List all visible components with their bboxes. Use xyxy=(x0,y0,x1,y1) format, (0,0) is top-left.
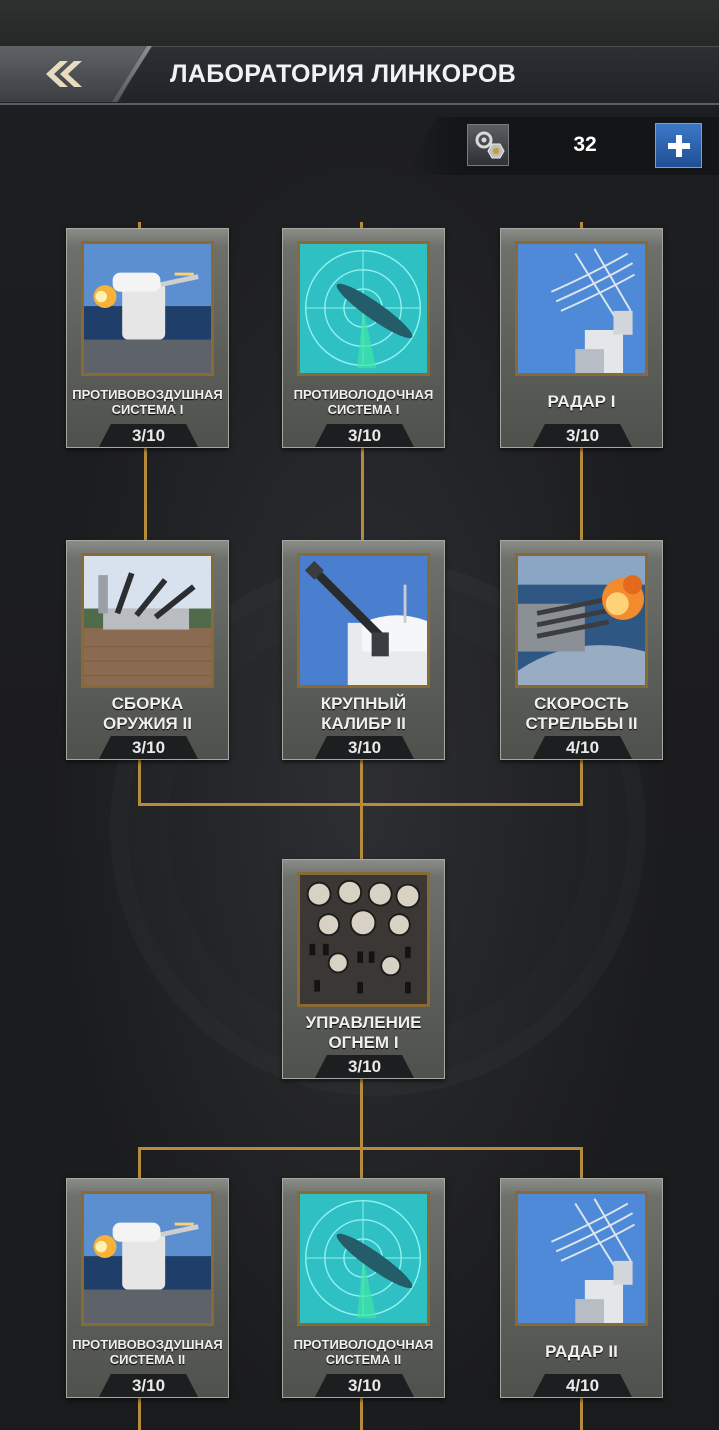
card-level: 3/10 xyxy=(99,1374,198,1397)
connector-line xyxy=(360,1397,363,1430)
radar-photo xyxy=(515,1191,648,1326)
card-level: 3/10 xyxy=(99,424,198,447)
page-title: ЛАБОРАТОРИЯ ЛИНКОРОВ xyxy=(170,60,517,88)
upgrade-card-anti-air-2[interactable]: ПРОТИВОВОЗДУШНАЯ СИСТЕМА II 3/10 xyxy=(66,1178,229,1398)
connector-line xyxy=(580,447,583,541)
card-label: СКОРОСТЬ СТРЕЛЬБЫ II xyxy=(525,694,638,733)
card-level: 4/10 xyxy=(533,1374,632,1397)
card-label: ПРОТИВОЛОДОЧНАЯ СИСТЕМА I xyxy=(293,387,434,417)
control-panel-photo xyxy=(297,872,430,1007)
resource-count: 32 xyxy=(573,133,597,156)
connector-line xyxy=(144,447,147,541)
connector-line xyxy=(360,1079,363,1179)
connector-line xyxy=(580,222,583,228)
card-label: РАДАР II xyxy=(545,1342,618,1361)
card-label: РАДАР I xyxy=(547,392,616,411)
upgrade-card-anti-air-1[interactable]: ПРОТИВОВОЗДУШНАЯ СИСТЕМА I 3/10 xyxy=(66,228,229,448)
connector-line xyxy=(361,447,364,541)
nuts-bolts-icon xyxy=(467,124,509,166)
status-strip xyxy=(0,0,719,47)
card-label: ПРОТИВОВОЗДУШНАЯ СИСТЕМА II xyxy=(72,1337,223,1367)
upgrade-card-radar-2[interactable]: РАДАР II 4/10 xyxy=(500,1178,663,1398)
sonar-photo xyxy=(297,1191,430,1326)
add-resource-button[interactable] xyxy=(655,123,702,168)
connector-line xyxy=(138,1147,141,1179)
card-level: 3/10 xyxy=(315,1055,414,1078)
card-level: 3/10 xyxy=(315,736,414,759)
big-gun-photo xyxy=(297,553,430,688)
card-label: СБОРКА ОРУЖИЯ II xyxy=(103,694,192,733)
card-label: ПРОТИВОВОЗДУШНАЯ СИСТЕМА I xyxy=(72,387,223,417)
connector-line xyxy=(360,760,363,860)
upgrade-card-fire-control-1[interactable]: УПРАВЛЕНИЕ ОГНЕМ I 3/10 xyxy=(282,859,445,1079)
radar-photo xyxy=(515,241,648,376)
upgrade-card-radar-1[interactable]: РАДАР I 3/10 xyxy=(500,228,663,448)
connector-line xyxy=(138,1147,583,1150)
upgrade-card-anti-sub-1[interactable]: ПРОТИВОЛОДОЧНАЯ СИСТЕМА I 3/10 xyxy=(282,228,445,448)
upgrade-card-fire-rate-2[interactable]: СКОРОСТЬ СТРЕЛЬБЫ II 4/10 xyxy=(500,540,663,760)
double-chevron-left-icon xyxy=(46,61,82,87)
turret-photo xyxy=(81,553,214,688)
card-level: 4/10 xyxy=(533,736,632,759)
connector-line xyxy=(580,1397,583,1430)
connector-line xyxy=(360,222,363,228)
sonar-photo xyxy=(297,241,430,376)
card-label: УПРАВЛЕНИЕ ОГНЕМ I xyxy=(305,1013,422,1052)
card-level: 3/10 xyxy=(99,736,198,759)
connector-line xyxy=(580,1147,583,1179)
card-level: 3/10 xyxy=(315,1374,414,1397)
back-button[interactable] xyxy=(0,46,148,102)
card-label: КРУПНЫЙ КАЛИБР II xyxy=(320,694,407,733)
upgrade-card-weapon-assembly-2[interactable]: СБОРКА ОРУЖИЯ II 3/10 xyxy=(66,540,229,760)
connector-line xyxy=(138,222,141,228)
ciws-photo xyxy=(81,1191,214,1326)
connector-line xyxy=(138,1397,141,1430)
card-level: 3/10 xyxy=(315,424,414,447)
card-level: 3/10 xyxy=(533,424,632,447)
card-label: ПРОТИВОЛОДОЧНАЯ СИСТЕМА II xyxy=(293,1337,434,1367)
upgrade-card-anti-sub-2[interactable]: ПРОТИВОЛОДОЧНАЯ СИСТЕМА II 3/10 xyxy=(282,1178,445,1398)
connector-line xyxy=(138,760,141,805)
ciws-photo xyxy=(81,241,214,376)
plus-icon xyxy=(667,134,690,157)
connector-line xyxy=(580,760,583,805)
firing-photo xyxy=(515,553,648,688)
upgrade-card-big-caliber-2[interactable]: КРУПНЫЙ КАЛИБР II 3/10 xyxy=(282,540,445,760)
